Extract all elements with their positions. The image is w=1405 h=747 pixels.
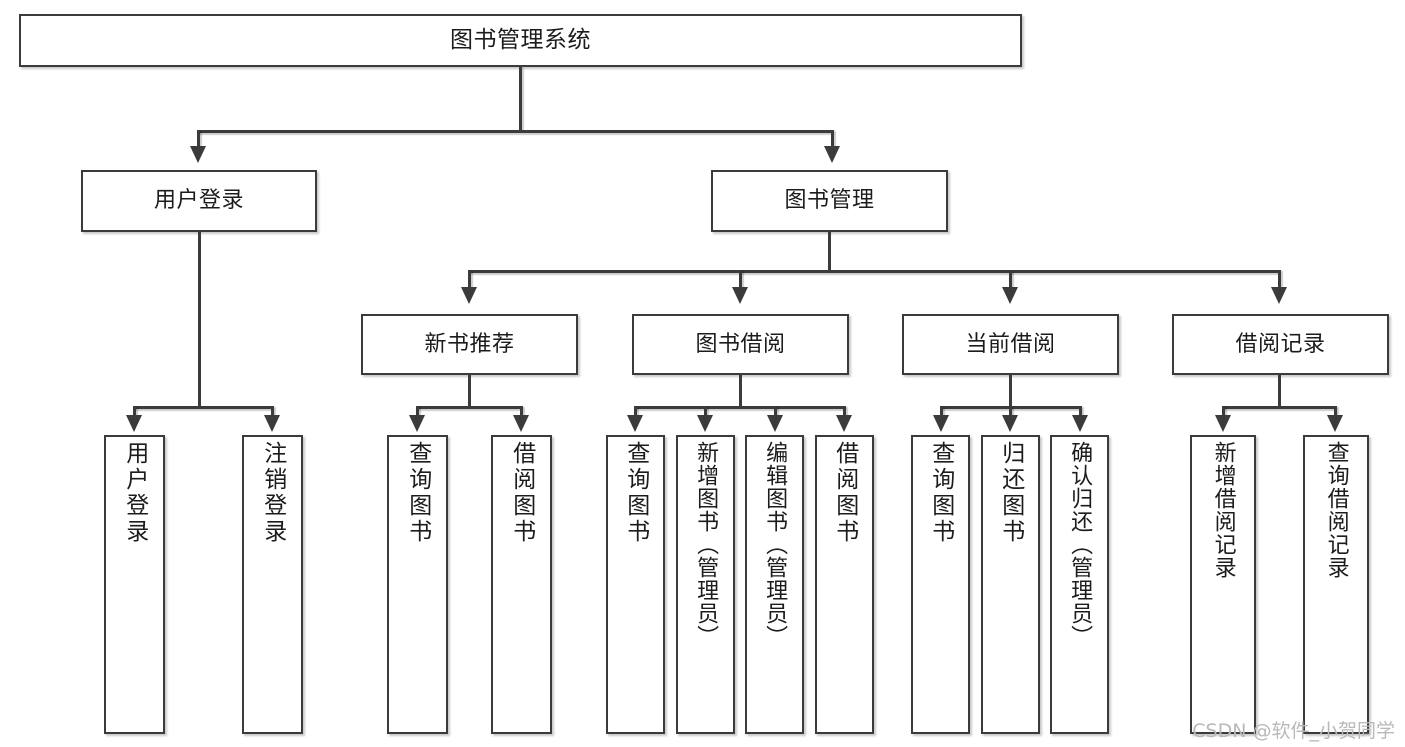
node-label: 新书推荐 xyxy=(424,331,515,357)
arrowhead-bm-to-borrow-records xyxy=(1271,287,1287,304)
node-label: 查询图书 xyxy=(622,441,649,545)
connector-book-borrow-leaf2 xyxy=(704,406,707,418)
connector-current-borrow-leaf2 xyxy=(1009,406,1012,418)
node-label: 新增借阅记录 xyxy=(1210,441,1236,579)
node-label: 查询图书 xyxy=(404,441,431,545)
arrowhead-root-to-book-management xyxy=(824,146,840,163)
connector-new-book-leaf2 xyxy=(520,406,523,418)
connector-book-borrow-leaf4 xyxy=(843,406,846,418)
node-label: 新增图书（管理员） xyxy=(693,441,719,648)
arrowhead-current-borrow-leaf2 xyxy=(1002,415,1018,432)
leaf-user-login-login[interactable]: 用户登录 xyxy=(104,435,165,734)
connector-root-bar xyxy=(197,130,833,133)
leaf-book-borrow-edit-book-admin[interactable]: 编辑图书（管理员） xyxy=(745,435,804,734)
connector-root-to-book-management xyxy=(831,130,834,148)
arrowhead-borrow-records-leaf2 xyxy=(1327,415,1343,432)
node-current-borrow[interactable]: 当前借阅 xyxy=(902,314,1119,375)
connector-book-borrow-leaf1 xyxy=(634,406,637,418)
node-label: 编辑图书（管理员） xyxy=(762,441,788,648)
connector-user-login-bar xyxy=(133,406,271,409)
connector-bm-to-book-borrow xyxy=(739,270,742,289)
connector-new-book-stem xyxy=(468,375,471,408)
node-user-login[interactable]: 用户登录 xyxy=(81,170,317,232)
connector-bm-to-current-borrow xyxy=(1009,270,1012,289)
arrowhead-book-borrow-leaf2 xyxy=(697,415,713,432)
node-book-management[interactable]: 图书管理 xyxy=(711,170,948,232)
connector-borrow-records-bar xyxy=(1222,406,1336,409)
node-label: 用户登录 xyxy=(153,188,244,214)
arrowhead-borrow-records-leaf1 xyxy=(1215,415,1231,432)
node-label: 查询图书 xyxy=(927,441,954,545)
connector-root-stem xyxy=(519,67,522,130)
connector-current-borrow-leaf3 xyxy=(1079,406,1082,418)
connector-current-borrow-leaf1 xyxy=(940,406,943,418)
node-label: 借阅图书 xyxy=(831,441,858,545)
node-label: 归还图书 xyxy=(997,441,1024,545)
arrowhead-user-login-leaf2 xyxy=(264,415,280,432)
node-label: 借阅图书 xyxy=(508,441,535,545)
connector-borrow-records-leaf2 xyxy=(1334,406,1337,418)
connector-borrow-records-leaf1 xyxy=(1222,406,1225,418)
connector-current-borrow-stem xyxy=(1009,375,1012,408)
arrowhead-bm-to-new-book xyxy=(461,287,477,304)
arrowhead-new-book-leaf2 xyxy=(513,415,529,432)
connector-book-management-bar xyxy=(468,270,1280,273)
connector-root-to-user-login xyxy=(197,130,200,148)
node-label: 图书借阅 xyxy=(695,331,786,357)
connector-book-borrow-stem xyxy=(739,375,742,408)
leaf-book-borrow-add-book-admin[interactable]: 新增图书（管理员） xyxy=(676,435,735,734)
arrowhead-root-to-user-login xyxy=(190,146,206,163)
arrowhead-bm-to-book-borrow xyxy=(732,287,748,304)
node-label: 用户登录 xyxy=(121,441,148,545)
node-label: 图书管理系统 xyxy=(450,26,591,53)
node-label: 借阅记录 xyxy=(1235,331,1326,357)
connector-new-book-bar xyxy=(416,406,522,409)
arrowhead-book-borrow-leaf3 xyxy=(767,415,783,432)
connector-user-login-leaf1 xyxy=(133,406,136,418)
arrowhead-book-borrow-leaf1 xyxy=(627,415,643,432)
connector-bm-to-borrow-records xyxy=(1278,270,1281,289)
leaf-current-borrow-confirm-return-admin[interactable]: 确认归还（管理员） xyxy=(1050,435,1109,734)
connector-bm-to-new-book xyxy=(468,270,471,289)
arrowhead-book-borrow-leaf4 xyxy=(836,415,852,432)
node-label: 查询借阅记录 xyxy=(1323,441,1349,579)
leaf-current-borrow-query-book[interactable]: 查询图书 xyxy=(911,435,970,734)
arrowhead-new-book-leaf1 xyxy=(409,415,425,432)
leaf-book-borrow-borrow-book[interactable]: 借阅图书 xyxy=(815,435,874,734)
node-root-book-management-system[interactable]: 图书管理系统 xyxy=(19,14,1022,67)
leaf-borrow-records-add-record[interactable]: 新增借阅记录 xyxy=(1190,435,1256,734)
leaf-new-book-query-book[interactable]: 查询图书 xyxy=(387,435,448,734)
node-book-borrow[interactable]: 图书借阅 xyxy=(632,314,849,375)
connector-new-book-leaf1 xyxy=(416,406,419,418)
watermark-text: CSDN @软件_小贺同学 xyxy=(1192,720,1395,742)
node-new-book-recommend[interactable]: 新书推荐 xyxy=(361,314,578,375)
node-label: 确认归还（管理员） xyxy=(1067,441,1093,648)
connector-user-login-leaf2 xyxy=(271,406,274,418)
arrowhead-bm-to-current-borrow xyxy=(1002,287,1018,304)
leaf-book-borrow-query-book[interactable]: 查询图书 xyxy=(606,435,665,734)
connector-book-borrow-bar xyxy=(634,406,845,409)
leaf-borrow-records-query-record[interactable]: 查询借阅记录 xyxy=(1303,435,1369,734)
arrowhead-current-borrow-leaf1 xyxy=(933,415,949,432)
leaf-current-borrow-return-book[interactable]: 归还图书 xyxy=(981,435,1040,734)
node-label: 图书管理 xyxy=(784,188,875,214)
node-label: 注销登录 xyxy=(259,441,286,545)
arrowhead-current-borrow-leaf3 xyxy=(1072,415,1088,432)
connector-user-login-stem xyxy=(198,232,201,408)
connector-borrow-records-stem xyxy=(1278,375,1281,408)
leaf-new-book-borrow-book[interactable]: 借阅图书 xyxy=(491,435,552,734)
arrowhead-user-login-leaf1 xyxy=(126,415,142,432)
leaf-user-login-logout[interactable]: 注销登录 xyxy=(242,435,303,734)
node-borrow-records[interactable]: 借阅记录 xyxy=(1172,314,1389,375)
node-label: 当前借阅 xyxy=(965,331,1056,357)
connector-book-management-stem xyxy=(828,232,831,272)
connector-book-borrow-leaf3 xyxy=(774,406,777,418)
